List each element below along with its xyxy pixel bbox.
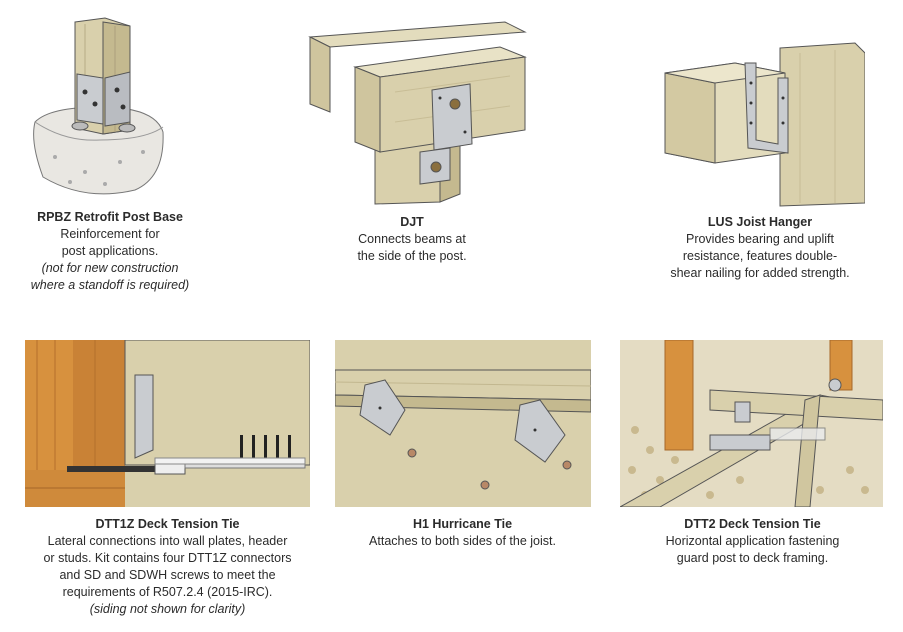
product-description: shear nailing for added strength. bbox=[670, 266, 850, 280]
product-description: Attaches to both sides of the joist. bbox=[369, 534, 556, 548]
dtt2-illustration bbox=[620, 340, 883, 507]
product-description: Provides bearing and uplift bbox=[685, 232, 834, 246]
product-note: where a standoff is required) bbox=[30, 278, 190, 292]
product-description: post applications. bbox=[61, 244, 159, 258]
product-title: DTT2 Deck Tension Tie bbox=[684, 517, 821, 531]
product-title: LUS Joist Hanger bbox=[707, 215, 813, 229]
product-title: DTT1Z Deck Tension Tie bbox=[95, 517, 240, 531]
h1-illustration bbox=[335, 340, 591, 507]
lus-caption: LUS Joist Hanger Provides bearing and up… bbox=[655, 214, 865, 282]
product-description: requirements of R507.2.4 (2015-IRC). bbox=[62, 585, 273, 599]
lus-illustration bbox=[660, 28, 865, 208]
product-description: Lateral connections into wall plates, he… bbox=[47, 534, 288, 548]
rpbz-illustration bbox=[25, 12, 175, 202]
product-title: RPBZ Retrofit Post Base bbox=[37, 210, 183, 224]
djt-illustration bbox=[300, 12, 530, 207]
product-description: resistance, features double- bbox=[682, 249, 838, 263]
product-description: Reinforcement for bbox=[60, 227, 160, 241]
dtt1z-caption: DTT1Z Deck Tension Tie Lateral connectio… bbox=[15, 516, 320, 618]
product-note: (not for new construction bbox=[41, 261, 179, 275]
h1-caption: H1 Hurricane Tie Attaches to both sides … bbox=[340, 516, 585, 550]
djt-caption: DJT Connects beams at the side of the po… bbox=[312, 214, 512, 265]
rpbz-caption: RPBZ Retrofit Post Base Reinforcement fo… bbox=[10, 209, 210, 294]
product-title: H1 Hurricane Tie bbox=[412, 517, 513, 531]
product-description: the side of the post. bbox=[357, 249, 467, 263]
product-description: or studs. Kit contains four DTT1Z connec… bbox=[43, 551, 292, 565]
product-description: guard post to deck framing. bbox=[676, 551, 829, 565]
dtt1z-illustration bbox=[25, 340, 310, 507]
product-note: (siding not shown for clarity) bbox=[89, 602, 246, 616]
product-description: Horizontal application fastening bbox=[665, 534, 840, 548]
product-description: and SD and SDWH screws to meet the bbox=[59, 568, 276, 582]
dtt2-caption: DTT2 Deck Tension Tie Horizontal applica… bbox=[640, 516, 865, 567]
product-description: Connects beams at bbox=[358, 232, 466, 246]
product-title: DJT bbox=[400, 215, 424, 229]
